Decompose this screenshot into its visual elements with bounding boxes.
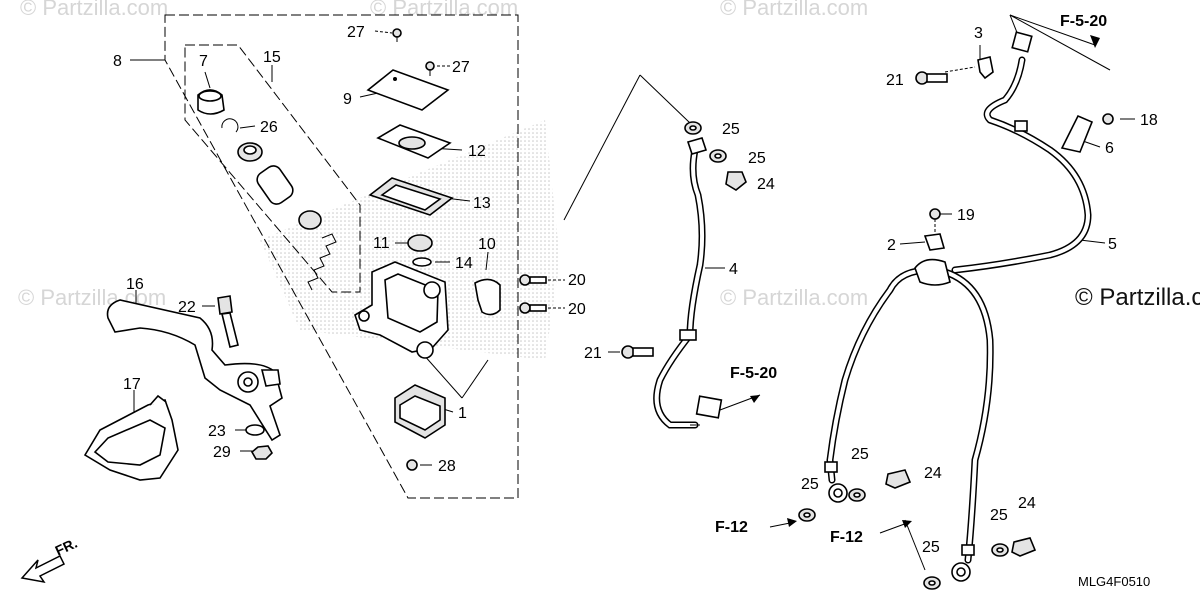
ref-f-5-20-mid: F-5-20 [730,365,777,382]
lever-cover-17 [83,394,179,481]
callout-25: 25 [748,150,766,167]
watermark: © Partzilla.com [720,0,868,20]
callout-7: 7 [199,53,208,70]
callout-27: 27 [347,24,365,41]
direction-label: FR. [53,535,80,559]
watermark: © Partzilla.com [370,0,518,20]
sight-glass-11 [407,234,433,252]
bolt-19 [929,208,941,220]
brand-text: © Partzilla.com [1075,284,1200,311]
piston [256,165,294,205]
group-outline-15 [184,44,361,293]
callout-15: 15 [263,49,281,66]
callout-25: 25 [851,446,869,463]
clip-2 [923,233,946,251]
o-ring-14 [412,257,432,267]
callout-24: 24 [1018,495,1036,512]
callout-labels: 27 27 8 7 15 9 26 12 13 11 10 14 20 20 1… [113,24,1158,556]
brake-hose-4 [653,137,723,429]
callout-8: 8 [113,53,122,70]
reservoir-cap-9 [366,69,450,111]
bolt-18 [1102,113,1114,125]
brake-hose-5 [824,31,1092,582]
cup [298,210,322,230]
leader-lines [130,14,1135,571]
clip-3 [977,56,994,80]
callout-25: 25 [722,121,740,138]
callout-28: 28 [438,458,456,475]
ref-f-12-left: F-12 [715,519,748,536]
callout-25: 25 [922,539,940,556]
nut-29 [250,445,273,460]
screw-28 [406,459,418,471]
front-direction-indicator: FR. [20,535,80,584]
bolts-20 [519,274,565,314]
callout-10: 10 [478,236,496,253]
reference-arrows [719,14,1100,534]
bolt-24 [725,171,747,191]
ref-f-5-20-top: F-5-20 [1060,13,1107,30]
callout-1: 1 [458,405,467,422]
callout-27: 27 [452,59,470,76]
callout-25: 25 [990,507,1008,524]
callout-17: 17 [123,376,141,393]
bolt-21-right [915,71,948,85]
group-outline-8 [164,14,519,499]
callout-14: 14 [455,255,473,272]
callout-9: 9 [343,91,352,108]
watermark: © Partzilla.com [720,285,868,310]
ref-f-12-right: F-12 [830,529,863,546]
bolt-24 [885,469,912,489]
watermark: © Partzilla.com [20,0,168,20]
callout-26: 26 [260,119,278,136]
callout-4: 4 [729,261,738,278]
callout-24: 24 [924,465,942,482]
callout-13: 13 [473,195,491,212]
callout-5: 5 [1108,236,1117,253]
callout-24: 24 [757,176,775,193]
section-references: F-5-20 F-5-20 F-12 F-12 [715,13,1107,546]
brake-lever-16 [106,299,283,442]
callout-19: 19 [957,207,975,224]
bolt-21 [621,345,654,359]
callout-23: 23 [208,423,226,440]
callout-16: 16 [126,276,144,293]
callout-2: 2 [887,237,896,254]
bolt-22 [217,295,239,348]
callout-29: 29 [213,444,231,461]
master-cylinder-parts [197,28,501,471]
callout-18: 18 [1140,112,1158,129]
callout-20: 20 [568,301,586,318]
washer-23 [245,424,265,436]
callout-12: 12 [468,143,486,160]
callout-11: 11 [373,235,390,252]
diagram-code: MLG4F0510 [1078,574,1150,589]
callout-21: 21 [886,72,904,89]
front-arrow-icon [20,554,66,584]
callout-22: 22 [178,299,196,316]
clamp-6 [1060,114,1094,153]
holder-10 [474,278,501,316]
bolt-24 [1011,537,1037,557]
callout-3: 3 [974,25,983,42]
callout-6: 6 [1105,140,1114,157]
callout-21: 21 [584,345,602,362]
callout-20: 20 [568,272,586,289]
spring [307,233,337,291]
callout-25: 25 [801,476,819,493]
